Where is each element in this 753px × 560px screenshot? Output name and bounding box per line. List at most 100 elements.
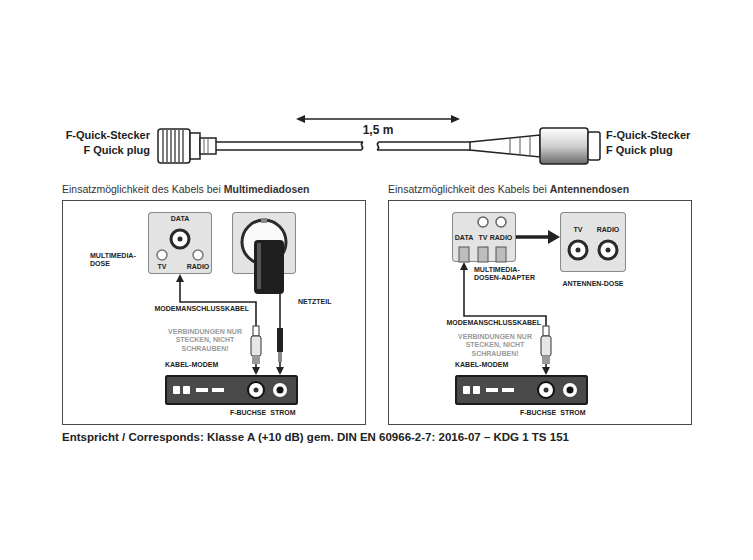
socket-adapter: MULTIMEDIA-DOSEN-ADAPTERDATATVRADIO xyxy=(452,212,516,262)
arrowhead xyxy=(276,367,284,375)
port-label: STROM xyxy=(270,409,295,417)
cable-modem: KABEL-MODEM xyxy=(455,375,588,405)
note: VERBINDUNGEN NUR STECKEN, NICHT SCHRAUBE… xyxy=(455,333,535,358)
port-label: DATA xyxy=(455,234,473,242)
coax-cable xyxy=(216,142,470,150)
coax-cable xyxy=(216,142,363,150)
arrowhead xyxy=(542,367,550,375)
port-label: RADIO xyxy=(490,234,513,242)
adapter-drawing xyxy=(496,247,506,262)
modem-drawing xyxy=(473,386,480,394)
part-label: KABEL-MODEM xyxy=(455,361,508,369)
antenna-socket-drawing xyxy=(576,248,581,253)
port-label: TV xyxy=(479,234,488,242)
port-label: STROM xyxy=(560,409,585,417)
antenna-socket: ANTENNEN-DOSETVRADIO xyxy=(560,212,626,272)
f-quick-plug-left xyxy=(163,130,183,162)
power-plug-on-cable xyxy=(277,328,283,352)
f-plug-on-cable xyxy=(541,336,551,356)
modem-drawing xyxy=(544,388,549,393)
power-plug-on-cable xyxy=(278,352,282,362)
f-plug-on-cable xyxy=(251,326,261,364)
dimension-arrow xyxy=(304,118,452,120)
modem-drawing xyxy=(183,386,190,394)
power-outlet-drawing xyxy=(254,240,284,294)
modem-drawing xyxy=(273,383,287,397)
adapter-drawing xyxy=(478,247,488,262)
panel-heading: Einsatzmöglichkeit des Kabels bei xyxy=(62,183,221,196)
connector-line xyxy=(180,280,256,368)
caption: Entspricht / Corresponds: Klasse A (+10 … xyxy=(62,431,569,445)
modem-drawing xyxy=(538,382,554,398)
multimedia-socket: MULTIMEDIA-DOSEDATATVRADIO xyxy=(148,212,212,274)
port-label: TV xyxy=(158,263,167,271)
power-outlet-drawing xyxy=(257,243,261,289)
modem-drawing xyxy=(563,383,577,397)
part-label: MULTIMEDIA-DOSEN-ADAPTER xyxy=(474,266,540,283)
coax-cable xyxy=(377,142,470,150)
f-plug-on-cable xyxy=(542,356,550,364)
power-outlet-drawing xyxy=(261,218,267,223)
dimension-arrow xyxy=(296,115,460,123)
power-plug-on-cable xyxy=(277,328,283,362)
antenna-socket-drawing xyxy=(569,241,587,259)
panel-heading: Einsatzmöglichkeit des Kabels bei xyxy=(388,183,547,196)
modem-drawing xyxy=(502,388,514,392)
part-label: ANTENNEN-DOSE xyxy=(562,280,623,288)
f-plug-on-cable xyxy=(541,326,551,364)
modem-drawing xyxy=(248,382,264,398)
power-outlet: NETZTEIL xyxy=(232,212,296,274)
part-label: F-Quick-Stecker xyxy=(66,129,150,142)
connector xyxy=(176,274,260,375)
f-quick-plug-left xyxy=(200,138,216,154)
arrowhead xyxy=(548,230,560,244)
coax-cable xyxy=(377,142,379,150)
socket-drawing xyxy=(157,250,167,260)
socket-drawing xyxy=(193,250,203,260)
modem-drawing xyxy=(455,375,588,405)
modem-drawing xyxy=(196,388,208,392)
connector-line xyxy=(516,235,550,239)
f-quick-plug-right xyxy=(540,128,588,164)
f-quick-plug-left xyxy=(190,133,200,159)
arrowhead xyxy=(176,274,184,282)
f-plug-on-cable xyxy=(252,356,260,364)
f-plug-on-cable xyxy=(251,336,261,356)
modem-drawing xyxy=(173,386,180,394)
adapter-drawing xyxy=(459,247,469,262)
dimension: 1,5 m xyxy=(363,123,394,137)
part-label: F-Quick-Stecker xyxy=(606,129,690,142)
port-label: F-BUCHSE xyxy=(230,409,266,417)
connector xyxy=(516,230,560,244)
f-quick-plug-right xyxy=(510,137,530,156)
f-quick-plug-right xyxy=(470,128,600,164)
f-quick-plug-right xyxy=(588,132,600,160)
usage-panel: Einsatzmöglichkeit des Kabels beiAntenne… xyxy=(388,200,692,425)
adapter-drawing xyxy=(496,217,506,227)
adapter-drawing xyxy=(478,217,488,227)
cable-modem: KABEL-MODEM xyxy=(165,375,298,405)
part-label: F Quick plug xyxy=(606,144,673,157)
antenna-socket-drawing xyxy=(606,248,611,253)
part-label: MULTIMEDIA-DOSE xyxy=(90,252,142,269)
modem-drawing xyxy=(567,387,574,394)
socket-drawing xyxy=(178,237,183,242)
part-label: NETZTEIL xyxy=(298,298,331,306)
panel-heading: Antennendosen xyxy=(550,183,629,196)
f-quick-plug-left xyxy=(158,129,190,163)
edge-label: MODEMANSCHLUSSKABEL xyxy=(154,305,251,313)
f-quick-plug-left xyxy=(158,129,216,163)
port-label: TV xyxy=(574,226,583,234)
arrowhead xyxy=(252,367,260,375)
socket-drawing xyxy=(171,230,189,248)
f-quick-plug-right xyxy=(470,135,540,157)
modem-drawing xyxy=(254,388,259,393)
modem-drawing xyxy=(212,388,224,392)
antenna-socket-drawing xyxy=(599,241,617,259)
power-outlet-drawing xyxy=(232,212,296,274)
part-label: KABEL-MODEM xyxy=(165,361,218,369)
edge-label: MODEMANSCHLUSSKABEL xyxy=(446,319,543,327)
